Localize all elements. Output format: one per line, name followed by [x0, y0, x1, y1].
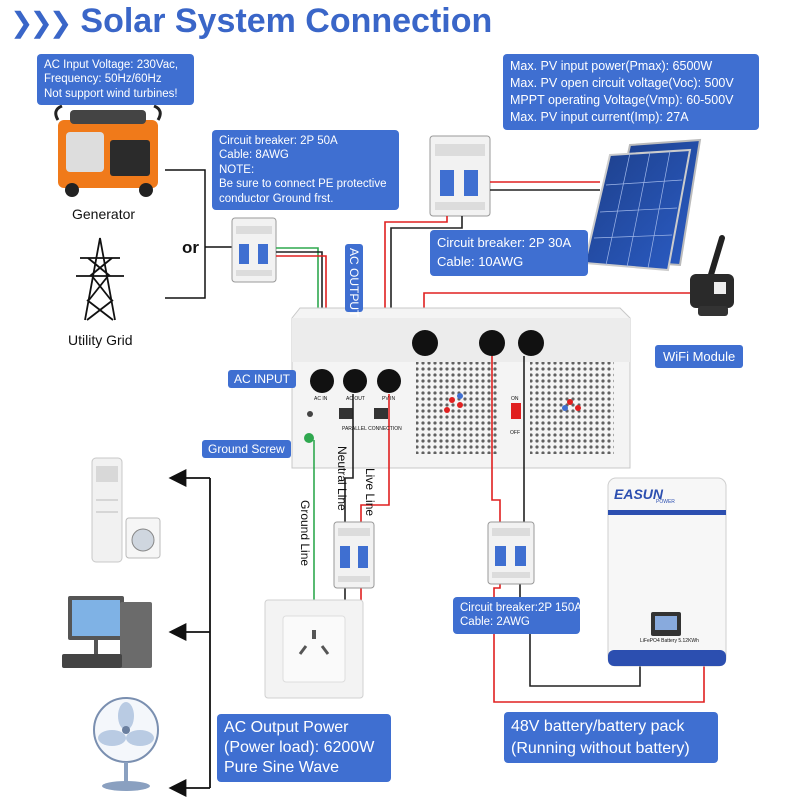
note-line: MPPT operating Voltage(Vmp): 60-500V [510, 92, 734, 107]
ac-input-tag: AC INPUT [228, 370, 297, 388]
note-line: Cable: 10AWG [437, 253, 524, 269]
utility-grid-label: Utility Grid [68, 332, 133, 348]
ac-input-note: AC Input Voltage: 230Vac, Frequency: 50H… [37, 54, 194, 106]
pv-breaker-note: Circuit breaker: 2P 30A Cable: 10AWG [430, 230, 588, 276]
air-conditioner-icon [91, 457, 123, 563]
breaker-icon [429, 135, 491, 217]
or-label: or [182, 238, 199, 257]
note-line: AC Output Power [224, 719, 349, 736]
pv-wires [384, 181, 600, 378]
note-line: (Running without battery) [511, 739, 690, 757]
battery-breaker-note: Circuit breaker:2P 150A Cable: 2AWG [453, 597, 582, 634]
breaker-icon [231, 217, 277, 283]
port-ac-in-label: AC IN [314, 396, 328, 402]
battery-icon [607, 477, 727, 667]
switch-off-label: OFF [510, 430, 520, 436]
solar-panel-icon [583, 138, 702, 272]
load-arrows [168, 469, 211, 797]
note-line: Be sure to connect PE protective [219, 178, 387, 191]
ac-output-tag: AC OUTPUT [345, 244, 363, 317]
note-line: AC Input Voltage: 230Vac, [44, 59, 179, 71]
note-line: Cable: 2AWG [460, 616, 530, 629]
fan-icon [93, 697, 159, 791]
pv-specs-note: Max. PV input power(Pmax): 6500W Max. PV… [503, 54, 759, 130]
parallel-connection-label: PARALLEL CONNECTION [342, 426, 402, 432]
note-line: Circuit breaker:2P 150A [460, 602, 582, 614]
ac-output-power-note: AC Output Power (Power load): 6200W Pure… [217, 714, 391, 782]
note-line: Cable: 8AWG [219, 149, 289, 162]
note-line: NOTE: [219, 163, 255, 176]
live-line-label: Live Line [363, 468, 377, 517]
ac-breaker-note: Circuit breaker: 2P 50A Cable: 8AWG NOTE… [212, 130, 399, 210]
source-bracket [165, 169, 232, 299]
port-ac-out-label: AC OUT [346, 396, 365, 402]
computer-icon [62, 596, 152, 668]
note-line: (Power load): 6200W [224, 739, 375, 756]
note-line: Frequency: 50Hz/60Hz [44, 73, 162, 86]
battery-brand-sub-label: POWER [656, 499, 675, 505]
generator-icon [54, 104, 162, 197]
note-line: conductor Ground frst. [219, 192, 334, 205]
triple-chevron-icon: ❯❯❯ [10, 7, 72, 38]
battery-model-label: LiFePO4 Battery 5.12KWh [640, 638, 699, 644]
wifi-antenna-icon [690, 235, 734, 316]
note-line: Max. PV open circuit voltage(Voc): 500V [510, 75, 734, 90]
note-line: 48V battery/battery pack [511, 718, 685, 735]
breaker-icon [487, 521, 535, 585]
note-line: Pure Sine Wave [224, 759, 340, 776]
neutral-line-label: Neutral Line [335, 446, 349, 511]
note-line: Max. PV input power(Pmax): 6500W [510, 59, 713, 73]
battery-brand-label: EASUN [614, 486, 664, 502]
port-pv-in-label: PV IN [382, 396, 396, 402]
generator-label: Generator [72, 206, 136, 222]
note-line: Max. PV input current(Imp): 27A [510, 109, 689, 124]
ground-line-label: Ground Line [298, 500, 312, 567]
page-title-text: Solar System Connection [80, 2, 493, 40]
battery-pack-note: 48V battery/battery pack (Running withou… [504, 712, 718, 764]
inverter-icon [291, 307, 631, 469]
ground-screw-tag: Ground Screw [202, 440, 291, 458]
breaker-icon [333, 521, 375, 589]
utility-pylon-icon [76, 237, 124, 321]
note-line: Circuit breaker: 2P 50A [219, 135, 338, 147]
note-line: Circuit breaker: 2P 30A [437, 235, 572, 250]
note-line: Not support wind turbines! [44, 87, 178, 100]
page-title: ❯❯❯ Solar System Connection [10, 2, 492, 41]
wall-socket-icon [264, 599, 364, 699]
washing-machine-icon [125, 517, 161, 559]
switch-on-label: ON [511, 396, 519, 402]
wifi-module-tag: WiFi Module [655, 345, 744, 368]
